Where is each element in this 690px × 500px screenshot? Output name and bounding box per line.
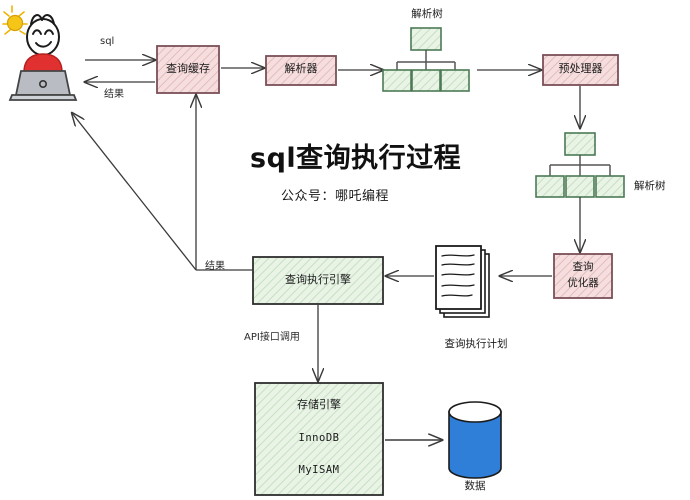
node-preprocessor[interactable] xyxy=(542,54,619,86)
node-parse-tree-top xyxy=(382,27,470,92)
node-storage-engine[interactable] xyxy=(254,382,384,496)
node-exec-engine[interactable] xyxy=(252,256,384,305)
node-query-cache[interactable] xyxy=(156,45,220,94)
node-query-optimizer[interactable] xyxy=(553,253,613,299)
edge-engine-to-user xyxy=(72,113,197,271)
node-parse-tree-mid xyxy=(535,132,625,198)
node-parser[interactable] xyxy=(265,55,337,86)
person-laptop-icon xyxy=(2,5,78,101)
document-stack-icon xyxy=(435,245,490,318)
database-cylinder-icon[interactable] xyxy=(448,401,502,479)
